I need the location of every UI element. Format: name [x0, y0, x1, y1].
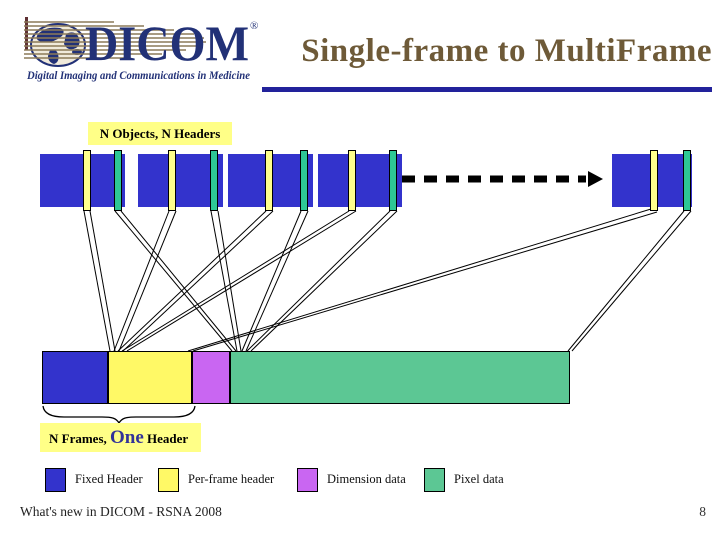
- frames-label-emphasis: One: [110, 427, 144, 448]
- source-object-1: [40, 154, 125, 207]
- frames-header-label: N Frames, One Header: [40, 423, 201, 452]
- pixel-data-stripe: [114, 150, 122, 211]
- legend-swatch-pixel-data: [424, 468, 445, 492]
- bar-segment-fixed-header: [42, 351, 108, 404]
- registered-mark-icon: ®: [250, 20, 258, 32]
- brace-icon: [42, 405, 196, 425]
- mapping-line: [246, 210, 391, 352]
- logo-tagline: Digital Imaging and Communications in Me…: [26, 68, 250, 82]
- mapping-line: [571, 210, 692, 352]
- objects-headers-label: N Objects, N Headers: [88, 122, 232, 145]
- per-frame-header-stripe: [168, 150, 176, 211]
- bar-segment-per-frame-header: [108, 351, 192, 404]
- footer-text: What's new in DICOM - RSNA 2008: [20, 504, 222, 519]
- per-frame-header-stripe: [650, 150, 658, 211]
- mapping-line: [122, 210, 274, 352]
- pixel-data-stripe: [300, 150, 308, 211]
- mapping-line: [120, 210, 237, 352]
- per-frame-header-stripe: [265, 150, 273, 211]
- frames-label-suffix: Header: [143, 431, 189, 446]
- per-frame-header-stripe: [348, 150, 356, 211]
- pixel-data-stripe: [210, 150, 218, 211]
- dicom-logo: DICOM ® Digital Imaging and Communicatio…: [24, 15, 258, 82]
- pixel-data-stripe: [389, 150, 397, 211]
- page-number: 8: [699, 504, 706, 519]
- mapping-line: [217, 210, 242, 352]
- mapping-lines: [83, 208, 692, 352]
- frames-label-prefix: N Frames,: [49, 431, 111, 446]
- source-object-2: [138, 154, 223, 207]
- source-object-4: [318, 154, 402, 207]
- mapping-line: [114, 210, 233, 352]
- mapping-line: [117, 210, 267, 352]
- mapping-line: [250, 210, 398, 352]
- title-underline: [262, 87, 712, 92]
- mapping-line: [83, 210, 111, 352]
- mapping-line: [245, 210, 309, 352]
- legend-label-pixel-data: Pixel data: [454, 472, 504, 486]
- page-title: Single-frame to MultiFrame: [301, 33, 712, 69]
- mapping-line: [89, 210, 116, 352]
- legend-label-dimension-data: Dimension data: [327, 472, 406, 486]
- legend-label-per-frame-header: Per-frame header: [188, 472, 275, 486]
- legend-swatch-per-frame-header: [158, 468, 179, 492]
- mapping-line: [118, 210, 177, 352]
- mapping-line: [113, 210, 170, 352]
- mapping-line: [192, 211, 658, 352]
- logo-wordmark: DICOM: [85, 15, 249, 71]
- mapping-line: [126, 210, 357, 352]
- mapping-line: [567, 210, 685, 352]
- mapping-line: [241, 210, 302, 352]
- mapping-line: [210, 210, 238, 352]
- bar-segment-dimension-data: [192, 351, 230, 404]
- mapping-line: [187, 208, 652, 352]
- legend-label-fixed-header: Fixed Header: [75, 472, 143, 486]
- per-frame-header-stripe: [83, 150, 91, 211]
- logo-speed-lines: [24, 21, 206, 59]
- mapping-line: [121, 210, 350, 352]
- legend-swatch-dimension-data: [297, 468, 318, 492]
- arrowhead-icon: [588, 171, 603, 187]
- pixel-data-stripe: [683, 150, 691, 211]
- legend-swatch-fixed-header: [45, 468, 66, 492]
- bar-segment-pixel-data: [230, 351, 570, 404]
